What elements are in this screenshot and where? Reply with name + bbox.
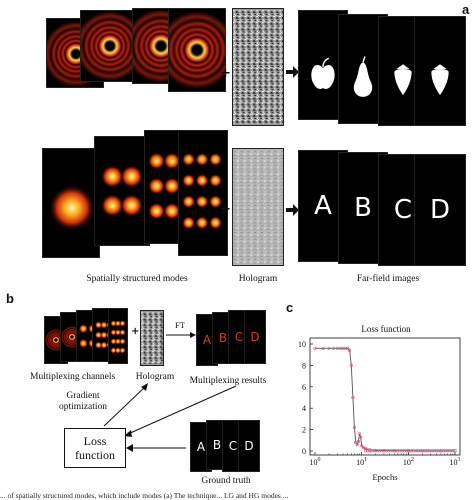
- multiplexing-channels-label: Multiplexing channels: [30, 372, 116, 382]
- loss-point-1: [321, 346, 325, 350]
- loss-point-33: [370, 449, 374, 453]
- loss-function-box: Loss function: [64, 428, 126, 468]
- loss-box-line1: Loss: [83, 434, 107, 448]
- figure-caption: ... of spatially structured modes, which…: [0, 491, 289, 500]
- farfield-letter-a: A: [314, 191, 332, 221]
- loss-point-7: [343, 346, 348, 350]
- farfield-label: Far-field images: [356, 274, 420, 284]
- chart-title: Loss function: [361, 324, 411, 334]
- loss-point-17: [358, 435, 363, 439]
- panel-letter-a: a: [462, 2, 470, 17]
- ft-label: FT: [175, 320, 185, 330]
- x-tick-label-1: 101: [356, 457, 367, 467]
- hg-mode-tile-4: [178, 130, 228, 256]
- loss-box-line2: function: [75, 448, 115, 462]
- loss-point-40: [386, 449, 390, 453]
- loss-point-16: [357, 432, 362, 436]
- loss-chart: Loss function 0 2 4 6 8 10 100 101 102 103 Epoch…: [298, 324, 461, 482]
- loss-point-14: [355, 442, 359, 447]
- farfield-letter-c: C: [393, 195, 413, 225]
- arrow-right-icon: [286, 66, 299, 78]
- result-letter-c: C: [234, 330, 244, 344]
- channel-tile-5: [108, 308, 128, 364]
- hologram-label: Hologram: [238, 274, 278, 284]
- y-tick-label-2: 4: [302, 404, 306, 413]
- gradient-label-line1: Gradient: [66, 391, 100, 401]
- plus-sign-b: +: [131, 326, 140, 337]
- loss-point-69: [453, 449, 457, 453]
- farfield-strawberry-tile-2: [414, 16, 466, 126]
- x-tick-label-0: 100: [310, 457, 321, 467]
- loss-point-3: [331, 346, 336, 350]
- loss-point-19: [361, 446, 366, 450]
- x-axis-ticks: 100 101 102 103: [310, 452, 461, 467]
- x-axis-label: Epochs: [372, 472, 397, 482]
- result-letter-b: B: [218, 331, 228, 345]
- hologram-tile-top: [232, 8, 284, 126]
- hg-mode-tile-2: [94, 136, 150, 246]
- plus-sign-top: +: [220, 66, 231, 81]
- plot-frame: [309, 337, 461, 456]
- hologram-b-label: Hologram: [135, 372, 175, 382]
- lg-mode-tile-4: [168, 8, 226, 92]
- loss-series-line: [315, 347, 455, 452]
- ground-truth-label: Ground truth: [201, 476, 251, 486]
- panel-letter-b: b: [6, 291, 14, 306]
- loss-point-0: [313, 346, 317, 350]
- loss-point-11: [351, 395, 355, 400]
- y-tick-label-5: 10: [298, 340, 306, 349]
- y-tick-label-4: 8: [302, 361, 306, 370]
- result-tile-d: D: [244, 310, 266, 364]
- x-tick-label-2: 102: [403, 457, 414, 467]
- farfield-letter-d-tile: D: [414, 154, 466, 266]
- farfield-letter-b: B: [354, 193, 372, 223]
- hg-mode-tile-1: [42, 148, 100, 258]
- truth-letter-c: C: [228, 439, 238, 453]
- loss-point-42: [391, 449, 395, 453]
- truth-tile-d: D: [238, 420, 260, 472]
- y-tick-label-3: 6: [302, 383, 306, 392]
- truth-letter-d: D: [244, 439, 254, 453]
- hologram-tile-bottom: [232, 148, 284, 266]
- ft-arrow-icon: [166, 332, 196, 338]
- truth-letter-a: A: [196, 440, 206, 454]
- x-tick-label-3: 103: [450, 457, 461, 467]
- loss-point-2: [327, 346, 331, 350]
- plus-sign-bottom: +: [220, 202, 231, 217]
- spatial-modes-label: Spatially structured modes: [86, 274, 188, 284]
- result-letter-a: A: [202, 333, 212, 347]
- loss-point-10: [349, 363, 353, 368]
- farfield-letter-d: D: [429, 195, 451, 225]
- arrow-right-icon-2: [286, 204, 299, 216]
- y-tick-label-0: 0: [302, 447, 306, 456]
- loss-point-12: [352, 425, 356, 430]
- loss-point-37: [379, 449, 384, 453]
- y-axis-ticks: 0 2 4 6 8 10: [298, 340, 313, 456]
- loss-point-47: [402, 449, 406, 453]
- multiplexing-results-label: Multiplexing results: [189, 376, 267, 386]
- truth-letter-b: B: [212, 438, 222, 452]
- loss-point-45: [398, 449, 402, 453]
- loss-point-30: [363, 449, 367, 453]
- y-tick-label-1: 2: [302, 426, 306, 435]
- loss-series-markers: [313, 346, 457, 453]
- loss-point-35: [375, 449, 379, 453]
- loss-point-8: [345, 346, 350, 350]
- result-letter-d: D: [250, 330, 260, 344]
- hologram-tile-b: [140, 310, 164, 366]
- loss-point-9: [347, 348, 352, 353]
- loss-point-15: [356, 439, 360, 443]
- loss-point-4: [335, 346, 339, 350]
- panel-letter-c: c: [286, 300, 294, 315]
- gradient-label-line2: optimization: [58, 402, 108, 412]
- loss-point-18: [360, 444, 364, 448]
